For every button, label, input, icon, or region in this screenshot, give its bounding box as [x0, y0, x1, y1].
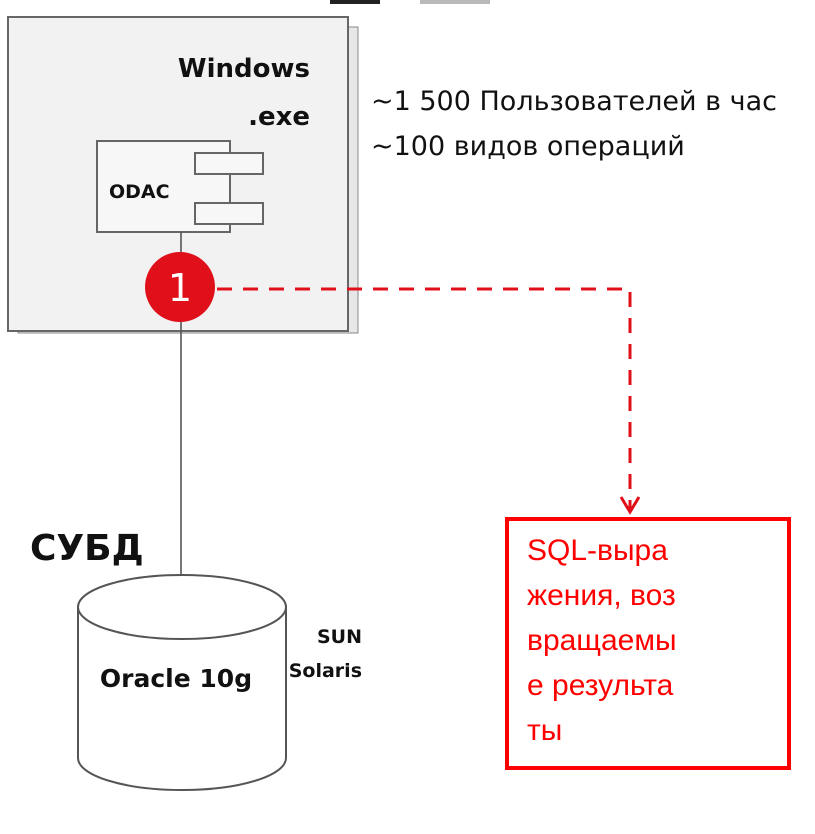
- oracle-database-cylinder: Oracle 10g: [77, 574, 287, 791]
- sql-note-text: SQL-выражения, возвращаемые результаты: [527, 534, 677, 747]
- sql-trace-connector: [217, 287, 641, 515]
- top-cut-label: [0, 0, 520, 8]
- dashed-arrowhead: [619, 496, 641, 515]
- os-label-line2: Solaris: [289, 660, 362, 682]
- odac-component: ODAC: [96, 140, 264, 233]
- client-title-line2: .exe: [248, 102, 310, 132]
- database-name: Oracle 10g: [100, 664, 252, 693]
- sql-note-box: [505, 517, 791, 770]
- marker-number: 1: [168, 266, 192, 310]
- marker-circle: [145, 252, 215, 322]
- stat-users-per-hour: ~1 500 Пользователей в час: [371, 86, 778, 117]
- component-port-bottom: [194, 202, 264, 225]
- component-port-top: [194, 152, 264, 175]
- marker-1: 1: [145, 252, 215, 322]
- cylinder-top: [77, 574, 287, 640]
- stat-operation-types: ~100 видов операций: [371, 131, 685, 162]
- dbms-label: СУБД: [30, 528, 144, 569]
- client-title-line1: Windows: [178, 54, 310, 84]
- os-label-line1: SUN: [317, 626, 362, 648]
- odac-label: ODAC: [109, 181, 170, 203]
